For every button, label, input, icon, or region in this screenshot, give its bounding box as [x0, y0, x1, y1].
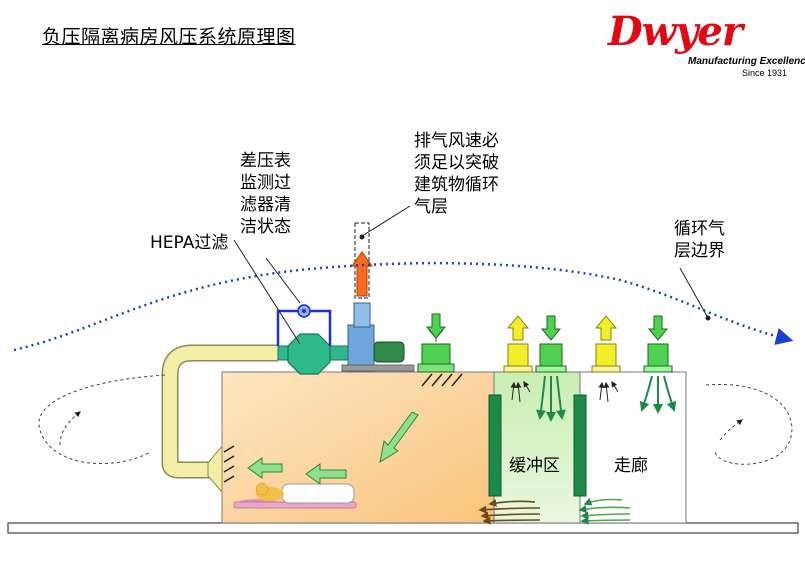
- label-line: 循环气: [674, 219, 725, 239]
- room-flow-arrow-2: [247, 457, 283, 479]
- label-line: 排气风速必: [414, 131, 499, 151]
- buffer-supply-flows: [536, 375, 566, 422]
- logo-tagline: Manufacturing Excellence: [688, 56, 805, 67]
- label-line: 建筑物循环: [414, 175, 499, 195]
- eddy-left-arrow: [59, 411, 81, 446]
- intake-hood: [207, 444, 223, 494]
- logo-brand: Dwyer: [608, 8, 743, 55]
- label-hepa: HEPA过滤: [150, 233, 229, 253]
- label-buffer: 缓冲区: [509, 456, 560, 476]
- buffer-exhaust-unit: [503, 315, 533, 373]
- label-exhaust: 排气风速必 须足以突破 建筑物循环 气层: [414, 130, 499, 218]
- buffer-supply-unit: [535, 315, 567, 373]
- gauge-leader: [265, 257, 301, 304]
- room-supply-unit: [417, 313, 463, 387]
- eddy-left: [38, 374, 166, 465]
- corridor-zone: [579, 371, 687, 524]
- exhaust-stack: [353, 302, 371, 328]
- label-line: 差压表: [240, 151, 291, 171]
- intake-grille: [223, 445, 235, 483]
- label-line: 滤器清: [240, 195, 291, 215]
- intake-duct: [163, 346, 278, 477]
- exhaust-draw-arrows: [510, 380, 619, 403]
- buffer-zone: [493, 371, 581, 524]
- logo-since: Since 1931: [742, 68, 788, 78]
- motor-base: [341, 364, 415, 372]
- floor-leak-flows-buffer: [578, 497, 631, 525]
- corridor-supply-flows: [639, 375, 677, 414]
- recirc-boundary: [13, 261, 794, 352]
- patient-bed: [233, 482, 357, 509]
- eddy-right-arrow: [719, 419, 743, 441]
- hepa-leader: [233, 239, 301, 345]
- exhaust-plume-box: [354, 222, 370, 299]
- ground-slab: [7, 522, 799, 534]
- floor-leak-flows-room: [478, 498, 541, 525]
- exhaust-motor: [347, 324, 375, 372]
- motor-drive: [373, 341, 405, 363]
- recirc-leader: [679, 267, 709, 319]
- room-flow-arrow-1: [305, 463, 347, 485]
- room-diagonal-flow-arrow: [379, 411, 419, 464]
- label-corridor: 走廊: [614, 456, 648, 476]
- label-pressure-gauge: 差压表 监测过 滤器清 洁状态: [240, 150, 291, 238]
- hepa-fan: [287, 333, 331, 375]
- corridor-exhaust-unit: [591, 315, 621, 373]
- buffer-pillar-left: [488, 394, 502, 497]
- exhaust-leader: [361, 205, 411, 237]
- label-recirc: 循环气 层边界: [674, 218, 725, 262]
- label-line: 层边界: [674, 241, 725, 261]
- corridor-supply-unit: [643, 315, 673, 373]
- label-line: 监测过: [240, 173, 291, 193]
- buffer-pillar-right: [573, 394, 587, 497]
- eddy-right: [705, 383, 793, 465]
- label-line: 须足以突破: [414, 153, 499, 173]
- page-title: 负压隔离病房风压系统原理图: [42, 26, 296, 48]
- label-line: 气层: [414, 197, 448, 217]
- label-line: 洁状态: [240, 217, 291, 237]
- dwyer-logo: Dwyer Manufacturing Excellence Since 193…: [604, 8, 805, 80]
